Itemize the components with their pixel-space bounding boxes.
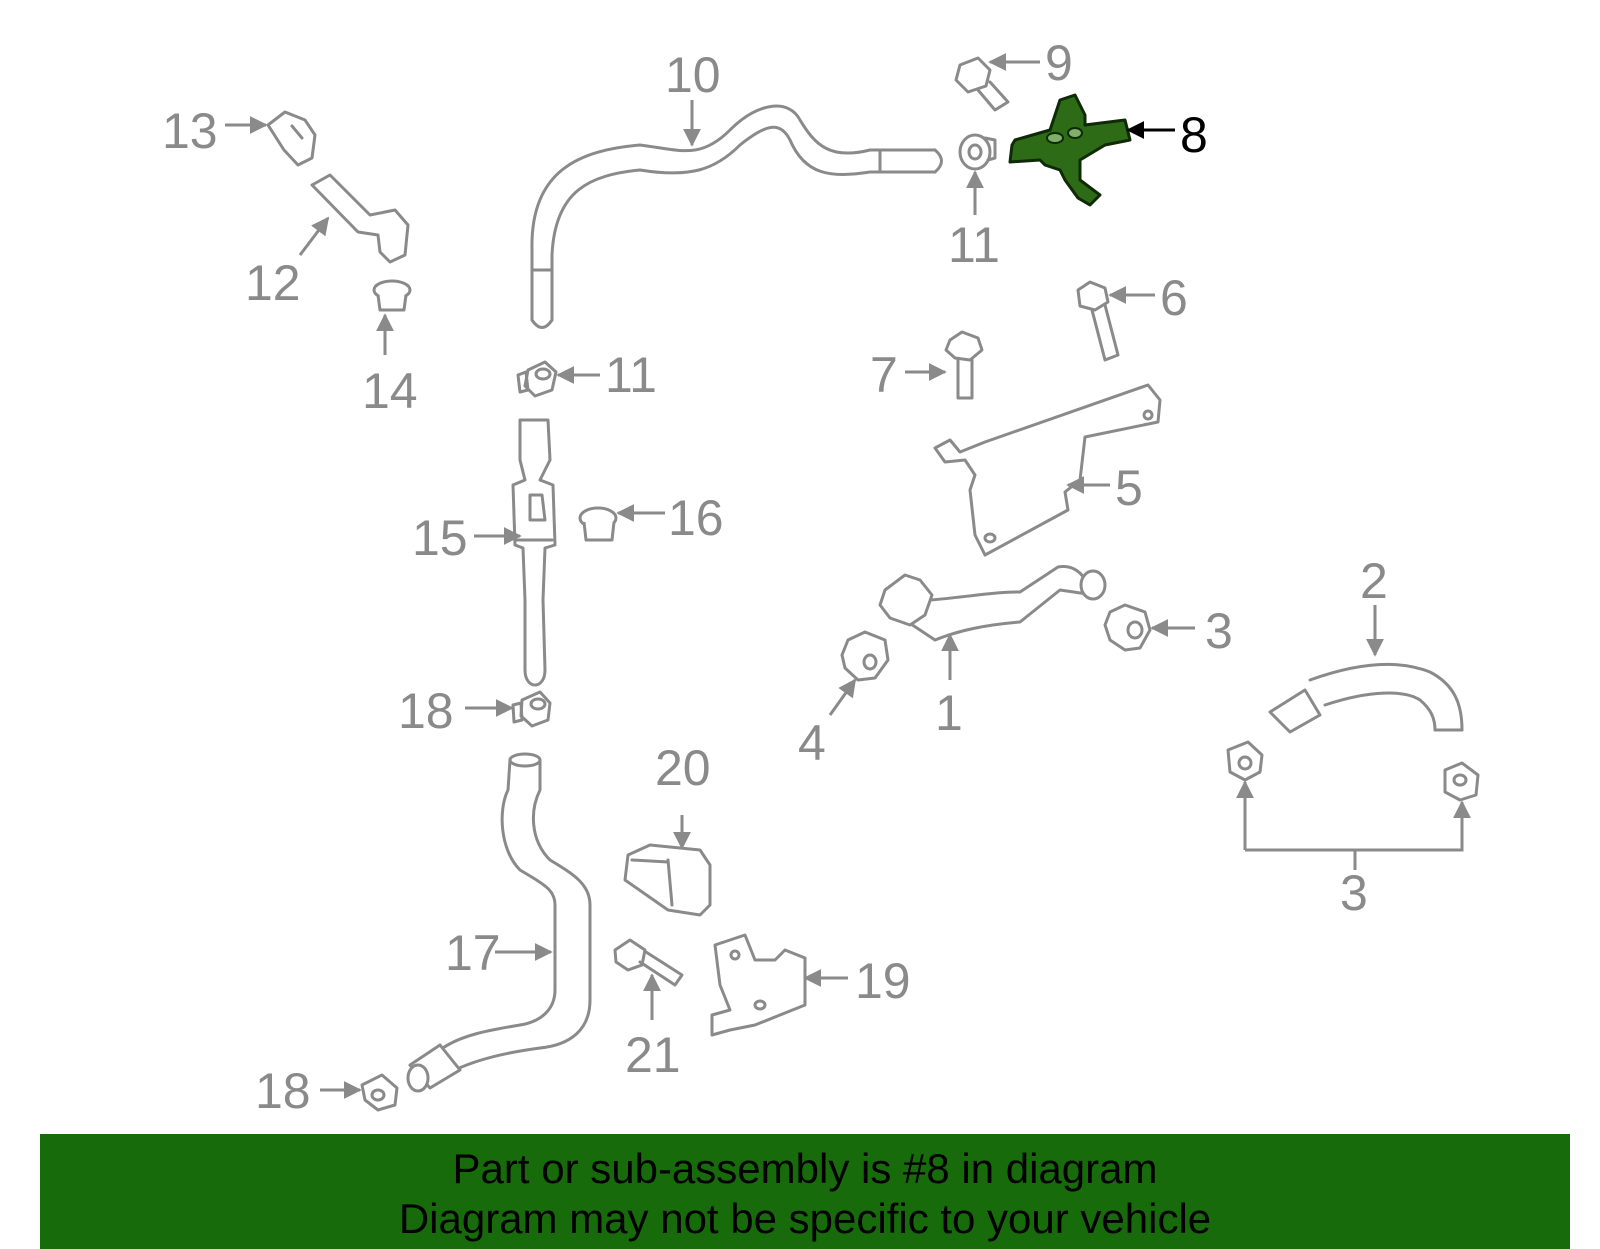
callout-16: 16 xyxy=(668,490,724,546)
part-3-clamp-lower-right[interactable] xyxy=(1443,761,1480,802)
callout-6: 6 xyxy=(1160,270,1188,326)
part-1-pipe[interactable] xyxy=(878,565,1107,642)
part-2-hose[interactable] xyxy=(1268,662,1464,734)
callout-8: 8 xyxy=(1180,107,1208,163)
callout-15: 15 xyxy=(412,510,468,566)
callout-14: 14 xyxy=(362,363,418,419)
part-20-cover[interactable] xyxy=(623,843,712,917)
callout-7: 7 xyxy=(870,347,898,403)
callout-18-lower: 18 xyxy=(255,1063,311,1119)
part-12-bracket[interactable] xyxy=(310,173,410,264)
callout-21: 21 xyxy=(625,1027,681,1083)
part-21-bolt[interactable] xyxy=(613,938,684,987)
callout-9: 9 xyxy=(1045,35,1073,91)
part-13-connector[interactable] xyxy=(266,110,317,167)
part-15-hose[interactable] xyxy=(511,418,557,687)
part-11-clamp-upper[interactable] xyxy=(958,133,997,171)
callout-13: 13 xyxy=(162,103,218,159)
callout-12: 12 xyxy=(245,255,301,311)
callout-1: 1 xyxy=(935,685,963,741)
part-6-bolt[interactable] xyxy=(1076,280,1120,362)
part-3-clamp-lower-left[interactable] xyxy=(1226,740,1264,782)
leader-lines xyxy=(225,53,1471,1099)
part-4-clamp[interactable] xyxy=(840,630,890,682)
callout-20: 20 xyxy=(655,740,711,796)
callout-11-upper: 11 xyxy=(948,217,1000,273)
callout-2: 2 xyxy=(1360,553,1388,609)
callout-11-lower: 11 xyxy=(605,347,657,403)
part-8-fitting[interactable] xyxy=(1008,93,1132,207)
banner-line-1: Part or sub-assembly is #8 in diagram xyxy=(452,1145,1158,1192)
callout-10: 10 xyxy=(665,47,721,103)
part-19-bracket[interactable] xyxy=(710,933,807,1037)
part-10-hose[interactable] xyxy=(530,104,943,329)
part-9-bolt[interactable] xyxy=(954,56,1010,112)
callout-4: 4 xyxy=(798,715,826,771)
part-7-bolt[interactable] xyxy=(944,330,984,400)
part-18-clip-upper[interactable] xyxy=(511,690,552,728)
part-16-nut[interactable] xyxy=(578,506,618,542)
part-14-nut[interactable] xyxy=(372,279,412,312)
part-17-hose[interactable] xyxy=(406,752,592,1093)
callout-17: 17 xyxy=(445,925,501,981)
callout-18-upper: 18 xyxy=(398,683,454,739)
banner-line-2: Diagram may not be specific to your vehi… xyxy=(398,1195,1212,1242)
callout-5: 5 xyxy=(1115,460,1143,516)
info-banner: Part or sub-assembly is #8 in diagram Di… xyxy=(40,1134,1570,1249)
callout-3-upper: 3 xyxy=(1205,603,1233,659)
callout-19: 19 xyxy=(855,953,911,1009)
callout-3-lower: 3 xyxy=(1340,865,1368,921)
part-18-clip-lower[interactable] xyxy=(360,1073,399,1112)
part-3-clamp-upper[interactable] xyxy=(1103,603,1152,652)
part-11-clamp-lower[interactable] xyxy=(516,360,558,398)
